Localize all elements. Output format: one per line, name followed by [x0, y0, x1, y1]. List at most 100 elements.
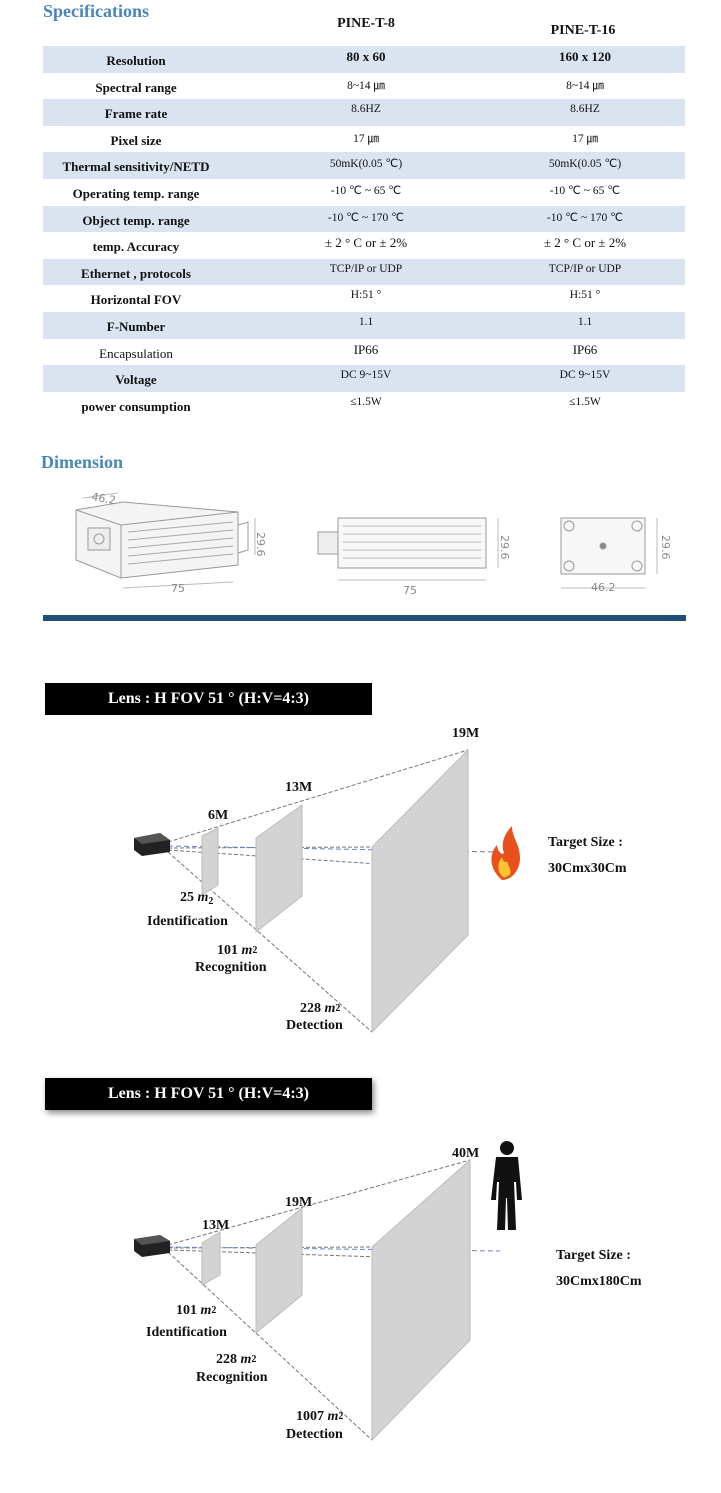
front-width-label: 46.2 — [591, 581, 616, 594]
fire-icon — [491, 826, 520, 880]
row-label: Pixel size — [110, 132, 162, 148]
row-label: temp. Accuracy — [92, 239, 180, 255]
value-pine-t-8: ≤1.5W — [350, 395, 382, 408]
value-pine-t-8: IP66 — [353, 341, 379, 357]
column-header-pine-t-8: PINE-T-8 — [337, 16, 395, 31]
value-pine-t-8: 8~14 ㎛ — [347, 79, 385, 92]
value-pine-t-8: 1.1 — [358, 315, 374, 328]
table-row: F-Number 1.1 1.1 — [43, 311, 685, 339]
dimension-title: Dimension — [41, 452, 124, 472]
value-pine-t-16: -10 ℃ ~ 170 ℃ — [546, 211, 624, 224]
target-size-value: 30Cmx30Cm — [548, 861, 627, 876]
value-pine-t-16: 160 x 120 — [559, 49, 611, 64]
fov-diagram-person: 13M 19M 40M 101 m2 Identification 228 m2… — [134, 1141, 522, 1442]
table-row: Ethernet , protocols TCP/IP or UDP TCP/I… — [43, 258, 685, 286]
row-label: Resolution — [106, 53, 166, 68]
mode-label-recognition: Recognition — [196, 1370, 268, 1385]
table-row: Horizontal FOV H:51 ° H:51 ° — [43, 285, 685, 312]
value-pine-t-8: 50mK(0.05 ℃) — [329, 158, 403, 171]
isometric-view — [75, 492, 256, 589]
row-label: Frame rate — [104, 106, 168, 122]
value-pine-t-16: ± 2 ° C or ± 2% — [543, 235, 627, 251]
iso-length-label: 75 — [171, 582, 185, 595]
value-pine-t-8: DC 9~15V — [340, 369, 392, 382]
table-row: Spectral range 8~14 ㎛ 8~14 ㎛ — [43, 73, 685, 100]
row-label: power consumption — [81, 398, 191, 414]
value-pine-t-8: -10 ℃ ~ 170 ℃ — [327, 211, 405, 224]
value-pine-t-8: -10 ℃ ~ 65 ℃ — [330, 184, 402, 197]
value-pine-t-16: DC 9~15V — [559, 369, 611, 382]
row-label: Thermal sensitivity/NETD — [62, 159, 210, 175]
row-label: Horizontal FOV — [90, 292, 182, 308]
area-exponent: 2 — [208, 896, 213, 907]
value-pine-t-8: 8.6HZ — [351, 103, 381, 116]
value-pine-t-8: 17 ㎛ — [353, 132, 379, 145]
target-size-person: Target Size : 30Cmx180Cm — [556, 1243, 642, 1295]
value-pine-t-16: H:51 ° — [569, 289, 601, 302]
dimension-drawings: 46.2 75 29.6 75 29.6 46.2 29.6 — [75, 490, 672, 597]
table-row: Voltage DC 9~15V DC 9~15V — [43, 365, 685, 392]
area-value: 228 — [300, 1001, 321, 1016]
area-label-identification: 101 m2 — [176, 1303, 216, 1318]
value-pine-t-8: ± 2 ° C or ± 2% — [324, 235, 408, 251]
table-row: power consumption ≤1.5W ≤1.5W — [43, 392, 685, 419]
front-height-label: 29.6 — [659, 535, 672, 560]
specifications-title: Specifications — [43, 1, 149, 21]
distance-label-mid: 19M — [285, 1195, 312, 1210]
area-value: 101 — [217, 943, 238, 958]
row-label: Operating temp. range — [72, 185, 200, 201]
area-label-recognition: 228 m2 — [216, 1352, 256, 1367]
table-row: Operating temp. range -10 ℃ ~ 65 ℃ -10 ℃… — [43, 179, 685, 206]
plane-far — [371, 1158, 471, 1442]
section-divider-bar — [43, 615, 686, 621]
row-label: Object temp. range — [82, 212, 190, 228]
row-label: Spectral range — [95, 79, 177, 95]
lens-title-fire: Lens : H FOV 51 ° (H:V=4:3) — [45, 683, 372, 715]
area-exponent: 2 — [338, 1411, 343, 1422]
row-label: Ethernet , protocols — [81, 265, 191, 281]
table-row: Resolution 80 x 60 160 x 120 — [43, 46, 685, 73]
value-pine-t-16: 50mK(0.05 ℃) — [548, 158, 622, 171]
value-pine-t-16: 1.1 — [577, 315, 593, 328]
area-unit: m — [242, 943, 253, 958]
row-label: Voltage — [115, 372, 157, 388]
area-exponent: 2 — [251, 1354, 256, 1365]
distance-label-far: 40M — [452, 1146, 479, 1161]
side-view — [317, 517, 499, 581]
front-view — [560, 517, 658, 589]
fov-diagram-fire: 6M 13M 19M 25 m2 Identification 101 m2 R… — [134, 726, 520, 1034]
camera-icon — [134, 833, 170, 856]
mode-label-detection: Detection — [286, 1427, 343, 1442]
area-label-detection: 1007 m2 — [296, 1409, 343, 1424]
person-silhouette-icon — [491, 1141, 522, 1230]
value-pine-t-16: ≤1.5W — [569, 395, 601, 408]
value-pine-t-16: IP66 — [572, 341, 598, 357]
plane-near — [201, 1231, 221, 1286]
target-size-label: Target Size : — [556, 1248, 631, 1263]
value-pine-t-16: 8~14 ㎛ — [566, 79, 604, 92]
mode-label-recognition: Recognition — [195, 960, 267, 975]
area-value: 228 — [216, 1352, 237, 1367]
plane-far — [371, 748, 469, 1034]
area-unit: m — [201, 1303, 212, 1318]
distance-label-near: 13M — [202, 1218, 229, 1233]
side-height-label: 29.6 — [498, 535, 511, 560]
distance-label-far: 19M — [452, 726, 479, 741]
mode-label-detection: Detection — [286, 1018, 343, 1033]
value-pine-t-16: TCP/IP or UDP — [548, 262, 622, 275]
camera-icon — [134, 1235, 170, 1257]
area-label-recognition: 101 m2 — [217, 943, 257, 958]
area-exponent: 2 — [252, 945, 257, 956]
plane-mid — [255, 1206, 303, 1335]
area-value: 101 — [176, 1303, 197, 1318]
column-header-pine-t-16: PINE-T-16 — [550, 23, 616, 38]
iso-height-label: 29.6 — [254, 532, 267, 557]
area-unit: m — [328, 1409, 339, 1424]
mode-label-identification: Identification — [147, 914, 228, 929]
value-pine-t-16: 8.6HZ — [570, 103, 600, 116]
table-row: Frame rate 8.6HZ 8.6HZ — [43, 99, 685, 126]
area-unit: m — [325, 1001, 336, 1016]
table-row: Pixel size 17 ㎛ 17 ㎛ — [43, 126, 685, 153]
table-row: Object temp. range -10 ℃ ~ 170 ℃ -10 ℃ ~… — [43, 205, 685, 233]
area-label-detection: 228 m2 — [300, 1001, 340, 1016]
